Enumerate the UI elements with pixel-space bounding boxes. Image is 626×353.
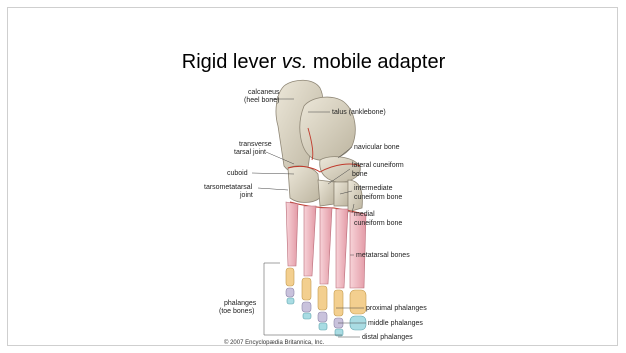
- middle-phalanx-3: [318, 312, 327, 322]
- proximal-phalanx-5: [286, 268, 294, 286]
- label-transverse-line2: tarsal joint: [234, 149, 266, 156]
- metatarsal-3: [320, 208, 332, 284]
- label-middle: middle phalanges: [368, 320, 423, 327]
- foot-bones-illustration: calcaneus (heel bone) talus (anklebone) …: [8, 8, 619, 347]
- proximal-phalanx-4: [302, 278, 311, 300]
- label-proximal: proximal phalanges: [366, 305, 427, 312]
- slide: Rigid lever vs. mobile adapter: [7, 7, 618, 346]
- label-distal: distal phalanges: [362, 334, 413, 341]
- lateral-cuneiform-bone: [318, 180, 334, 206]
- distal-phalanx-3: [319, 323, 327, 330]
- label-intermediate-line2: cuneiform bone: [354, 194, 402, 201]
- middle-phalanx-4: [302, 302, 311, 312]
- metatarsal-2: [336, 209, 348, 288]
- proximal-phalanx-2: [334, 290, 343, 316]
- middle-phalanx-5: [286, 288, 294, 297]
- label-metatarsal: metatarsal bones: [356, 252, 410, 259]
- metatarsal-4: [304, 206, 316, 276]
- label-intermediate-line1: intermediate: [354, 185, 393, 192]
- label-lateral-line2: bone: [352, 171, 368, 178]
- label-phalanges-line2: (toe bones): [219, 308, 254, 315]
- copyright-notice: © 2007 Encyclopædia Britannica, Inc.: [224, 340, 324, 346]
- label-medial-line1: medial: [354, 211, 375, 218]
- label-calcaneus-line1: calcaneus: [248, 89, 280, 96]
- cuboid-bone: [288, 166, 320, 203]
- label-navicular: navicular bone: [354, 144, 400, 151]
- distal-phalanx-5: [287, 298, 294, 304]
- label-tarsometatarsal-line2: joint: [239, 192, 253, 199]
- proximal-phalanx-3: [318, 286, 327, 310]
- label-phalanges-line1: phalanges: [224, 300, 257, 307]
- metatarsal-5: [286, 202, 298, 266]
- label-transverse-line1: transverse: [239, 141, 272, 148]
- proximal-phalanx-1: [350, 290, 366, 314]
- label-talus: talus (anklebone): [332, 109, 386, 116]
- label-medial-line2: cuneiform bone: [354, 220, 402, 227]
- label-cuboid: cuboid: [227, 170, 248, 177]
- label-lateral-line1: lateral cuneiform: [352, 162, 404, 169]
- distal-phalanx-4: [303, 313, 311, 319]
- label-tarsometatarsal-line1: tarsometatarsal: [204, 184, 253, 191]
- label-calcaneus-line2: (heel bone): [244, 97, 279, 104]
